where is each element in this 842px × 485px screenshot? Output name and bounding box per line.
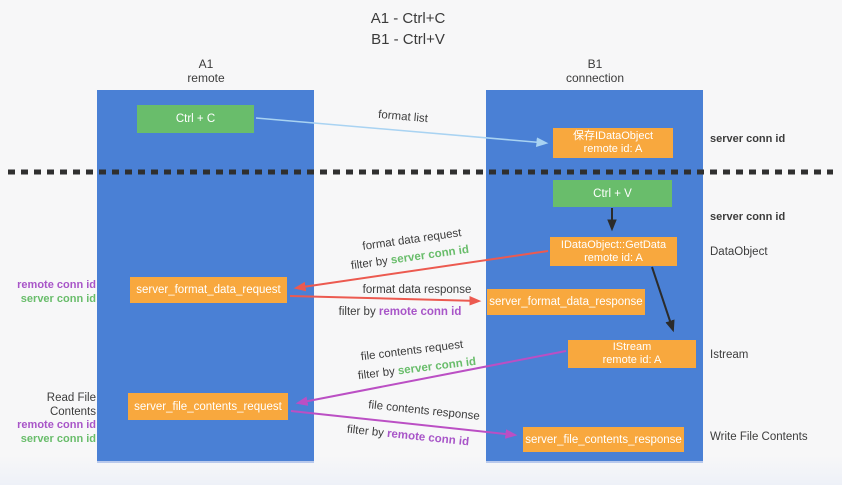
- node-server-format-data-response: server_format_data_response: [487, 289, 645, 315]
- node-server-file-contents-response: server_file_contents_response: [523, 427, 684, 452]
- node-idataobject-getdata-line2: remote id: A: [584, 251, 643, 264]
- node-istream: IStream remote id: A: [568, 340, 696, 368]
- right-server-conn-id-mid: server conn id: [710, 211, 786, 223]
- left-remote-conn-id-1: remote conn id: [17, 279, 96, 291]
- diagram-title: A1 - Ctrl+C B1 - Ctrl+V: [308, 8, 508, 50]
- node-server-file-contents-request: server_file_contents_request: [128, 393, 288, 420]
- diagram-title-line1: A1 - Ctrl+C: [370, 10, 446, 27]
- lifeline-b1-header: B1 connection: [535, 57, 655, 85]
- label-filter-by-remote-conn-id-1: filter by remote conn id: [339, 306, 462, 318]
- lifeline-a1-subtitle: remote: [187, 71, 225, 85]
- filter-by-text: filter by: [357, 365, 396, 383]
- node-idataobject-getdata-line1: IDataObject::GetData: [560, 238, 667, 251]
- filter-by-text: filter by: [346, 423, 385, 440]
- left-conn-id-group-1: remote conn id server conn id: [0, 279, 96, 306]
- istream-label: Istream: [710, 349, 749, 361]
- write-file-contents-label: Write File Contents: [710, 431, 808, 443]
- lifeline-a1-header: A1 remote: [146, 57, 266, 85]
- filter-by-text: filter by: [350, 255, 389, 273]
- server-conn-id-text: server conn id: [397, 355, 477, 378]
- node-save-idataobject: 保存IDataObject remote id: A: [553, 128, 673, 158]
- diagram-title-line2: B1 - Ctrl+V: [371, 31, 445, 48]
- left-server-conn-id-1: server conn id: [20, 292, 96, 305]
- filter-by-text: filter by: [338, 306, 376, 318]
- left-remote-conn-id-2: remote conn id: [17, 419, 96, 431]
- label-filter-by-remote-conn-id-2: filter by remote conn id: [346, 424, 469, 449]
- lifeline-b1-subtitle: connection: [565, 71, 625, 85]
- node-istream-line2: remote id: A: [602, 354, 662, 366]
- node-server-format-data-request: server_format_data_request: [130, 277, 287, 303]
- left-read-file-group: Read File Contents remote conn id server…: [0, 392, 96, 446]
- remote-conn-id-text: remote conn id: [378, 306, 462, 318]
- right-server-conn-id-top: server conn id: [710, 133, 786, 145]
- node-ctrl-v: Ctrl + V: [553, 180, 672, 207]
- node-idataobject-getdata: IDataObject::GetData remote id: A: [550, 237, 677, 266]
- lifeline-a1-name: A1: [198, 57, 214, 71]
- lifeline-b1-name: B1: [587, 57, 603, 71]
- label-format-list: format list: [377, 108, 429, 126]
- label-format-data-response: format data response: [362, 284, 472, 296]
- node-save-idataobject-line2: remote id: A: [583, 143, 643, 155]
- dataobject-label: DataObject: [710, 246, 768, 258]
- read-file-contents-label: Read File Contents: [46, 392, 96, 418]
- arrow-format-data-response: [289, 295, 482, 306]
- node-ctrl-c: Ctrl + C: [137, 105, 254, 133]
- label-file-contents-response: file contents response: [367, 399, 481, 423]
- remote-conn-id-text: remote conn id: [386, 427, 470, 449]
- left-server-conn-id-2: server conn id: [20, 432, 96, 445]
- node-istream-line1: IStream: [612, 341, 652, 353]
- node-save-idataobject-line1: 保存IDataObject: [572, 130, 654, 142]
